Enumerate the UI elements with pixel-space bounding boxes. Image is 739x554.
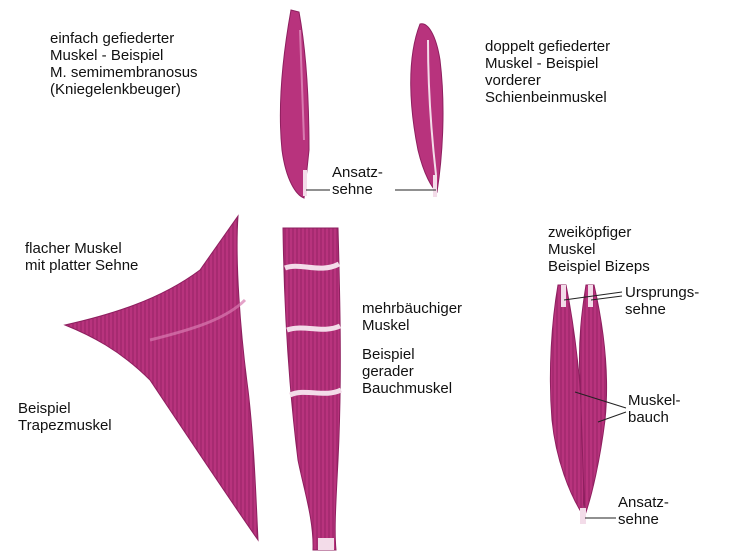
label-line: (Kniegelenkbeuger) (50, 81, 198, 98)
label-line: Bauchmuskel (362, 380, 452, 397)
label-line: Muskel (362, 317, 462, 334)
biceps-muscle (550, 285, 606, 524)
label-flacher-muskel: flacher Muskel mit platter Sehne (25, 240, 138, 274)
label-line: sehne (618, 511, 669, 528)
label-trapezmuskel: Beispiel Trapezmuskel (18, 400, 112, 434)
label-line: Ursprungs- (625, 284, 699, 301)
label-line: Ansatz- (332, 164, 383, 181)
unipennate-muscle (280, 10, 309, 198)
label-line: sehne (332, 181, 383, 198)
label-line: Trapezmuskel (18, 417, 112, 434)
label-line: einfach gefiederter (50, 30, 198, 47)
label-line: zweiköpfiger (548, 224, 650, 241)
multi-belly-muscle (283, 228, 341, 550)
label-ansatzsehne-bottom: Ansatz- sehne (618, 494, 669, 528)
label-line: Beispiel (362, 346, 452, 363)
label-line: Beispiel (18, 400, 112, 417)
label-line: Beispiel Bizeps (548, 258, 650, 275)
label-ansatzsehne-top: Ansatz- sehne (332, 164, 383, 198)
label-line: gerader (362, 363, 452, 380)
label-muskelbauch: Muskel- bauch (628, 392, 681, 426)
label-line: mehrbäuchiger (362, 300, 462, 317)
label-line: flacher Muskel (25, 240, 138, 257)
label-zweikoepfiger-muskel: zweiköpfiger Muskel Beispiel Bizeps (548, 224, 650, 275)
label-bauchmuskel: Beispiel gerader Bauchmuskel (362, 346, 452, 397)
label-einfach-gefiederter: einfach gefiederter Muskel - Beispiel M.… (50, 30, 198, 98)
label-line: bauch (628, 409, 681, 426)
label-line: Ansatz- (618, 494, 669, 511)
label-mehrbaeuchiger-muskel: mehrbäuchiger Muskel (362, 300, 462, 334)
bipennate-muscle (411, 24, 443, 197)
label-line: M. semimembranosus (50, 64, 198, 81)
label-doppelt-gefiederter: doppelt gefiederter Muskel - Beispiel vo… (485, 38, 610, 106)
label-line: sehne (625, 301, 699, 318)
label-line: vorderer (485, 72, 610, 89)
label-line: Muskel - Beispiel (50, 47, 198, 64)
label-line: Schienbeinmuskel (485, 89, 610, 106)
label-line: mit platter Sehne (25, 257, 138, 274)
label-line: doppelt gefiederter (485, 38, 610, 55)
label-line: Muskel (548, 241, 650, 258)
label-line: Muskel- (628, 392, 681, 409)
label-ursprungssehne: Ursprungs- sehne (625, 284, 699, 318)
label-line: Muskel - Beispiel (485, 55, 610, 72)
